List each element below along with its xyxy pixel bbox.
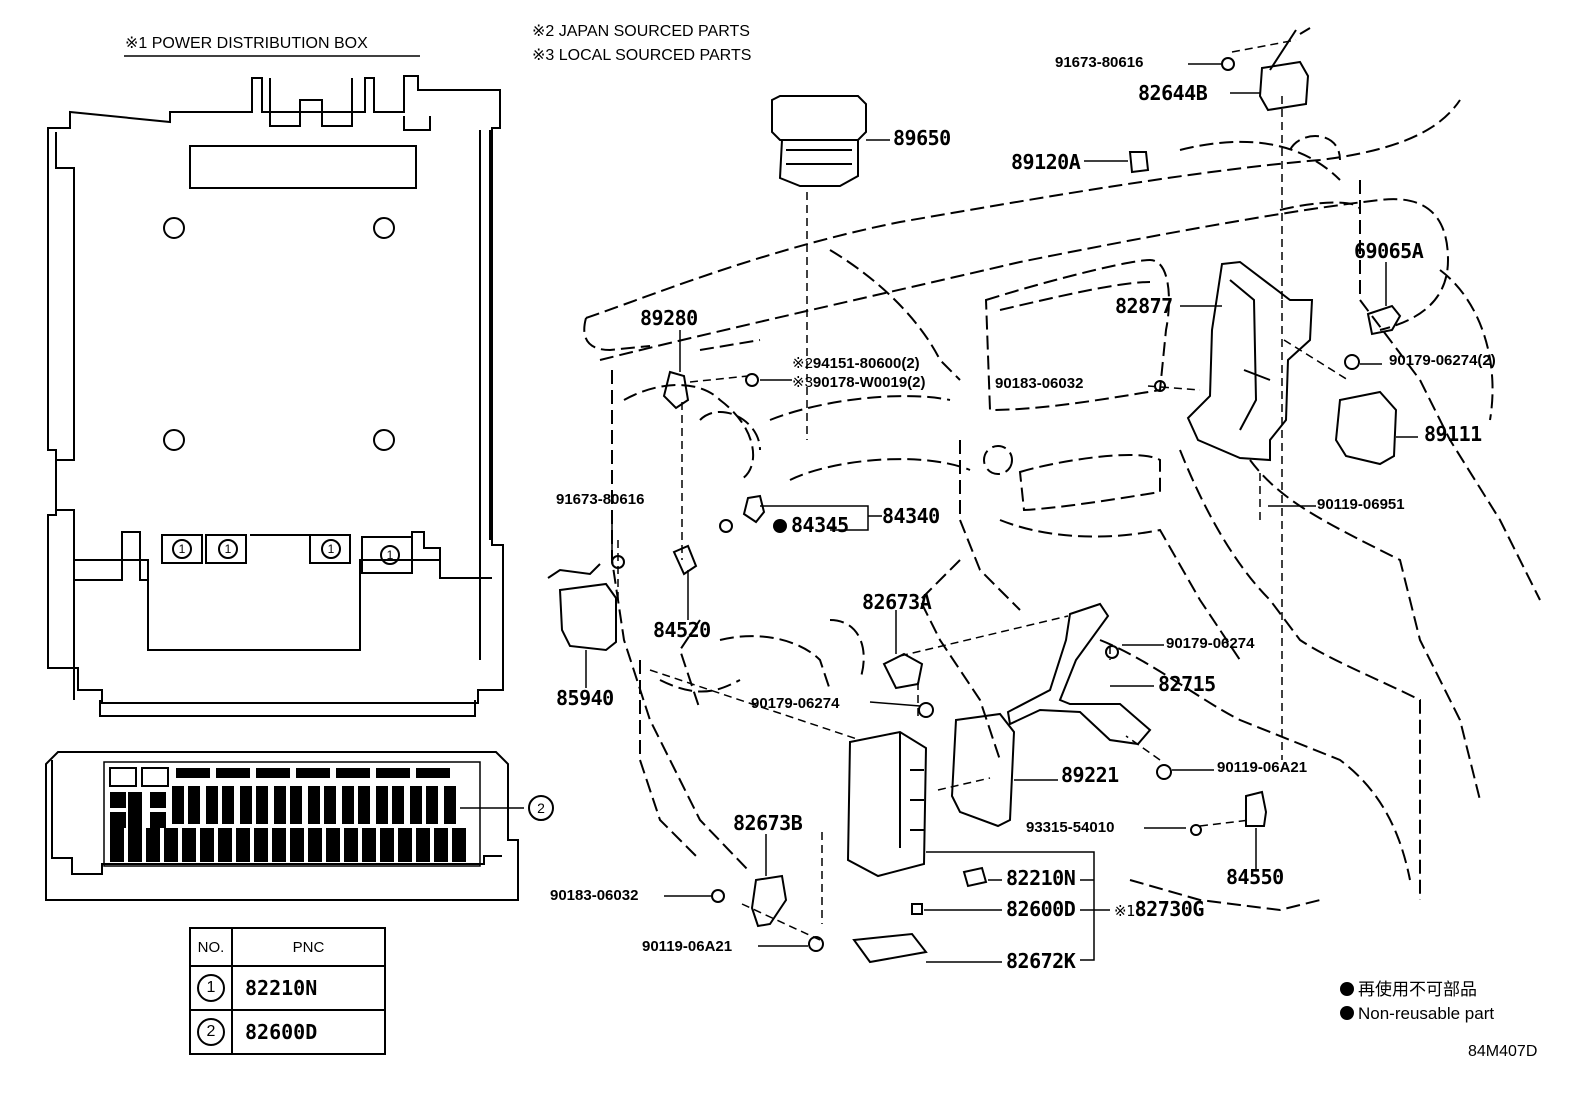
- fuse-cells: [110, 768, 466, 862]
- legend-en: Non-reusable part: [1340, 1005, 1494, 1022]
- part-label-89120a[interactable]: 89120A: [1011, 150, 1081, 174]
- part-label-82210n[interactable]: 82210N: [1006, 866, 1076, 890]
- part-label-82715[interactable]: 82715: [1158, 672, 1216, 696]
- part-label-90183-top[interactable]: 90183-06032: [995, 375, 1084, 392]
- legend-en-text: Non-reusable part: [1358, 1004, 1495, 1023]
- note2-mark: ※2: [792, 355, 813, 372]
- part-label-82673b[interactable]: 82673B: [733, 811, 803, 835]
- part-label-91673-top[interactable]: 91673-80616: [1055, 54, 1144, 71]
- fuse-block-drawing: [45, 751, 554, 901]
- part-label-82644b[interactable]: 82644B: [1138, 81, 1208, 105]
- pnc-header-pnc: PNC: [231, 927, 386, 967]
- part-label-94151[interactable]: ※294151-80600(2): [792, 356, 920, 371]
- part-label-82730g[interactable]: ※182730G: [1114, 899, 1204, 919]
- part-label-82600d[interactable]: 82600D: [1006, 897, 1076, 921]
- pnc-row-number: 1: [189, 965, 233, 1011]
- box-callout-1a: 1: [178, 542, 186, 556]
- part-label-89650[interactable]: 89650: [893, 126, 951, 150]
- pnc-header-no: NO.: [189, 927, 233, 967]
- circled-number: 2: [197, 1018, 225, 1046]
- dashboard-outline-drawing: [583, 99, 1541, 912]
- part-label-90178[interactable]: ※390178-W0019(2): [792, 375, 926, 390]
- pnc-row-number: 2: [189, 1009, 233, 1055]
- part-label-69065a[interactable]: 69065A: [1354, 239, 1424, 263]
- part-label-90119-06951[interactable]: 90119-06951: [1317, 496, 1405, 513]
- pnc-row-value[interactable]: 82600D: [231, 1009, 386, 1055]
- part-label-91673-left[interactable]: 91673-80616: [556, 491, 645, 508]
- part-label-90119-06a21-bottom[interactable]: 90119-06A21: [642, 938, 733, 955]
- part-label-85940[interactable]: 85940: [556, 686, 614, 710]
- note3-mark: ※3: [792, 374, 813, 391]
- pnc-table-row: 2 82600D: [189, 1009, 386, 1055]
- pnc-table-header: NO. PNC: [189, 927, 386, 967]
- box-callout-1d: 1: [386, 548, 394, 562]
- power-distribution-box-drawing: [47, 55, 504, 717]
- part-label-82672k[interactable]: 82672K: [1006, 949, 1076, 973]
- part-label-90179-left[interactable]: 90179-06274: [751, 695, 840, 712]
- part-label-90119-06a21-right[interactable]: 90119-06A21: [1217, 759, 1308, 776]
- part-label-89111[interactable]: 89111: [1424, 422, 1482, 446]
- japan-sourced-note: ※2 JAPAN SOURCED PARTS: [532, 23, 750, 40]
- pnc-table: NO. PNC 1 82210N 2 82600D: [189, 927, 386, 1055]
- part-label-84520[interactable]: 84520: [653, 618, 711, 642]
- part-label-90179-mid[interactable]: 90179-06274: [1166, 635, 1255, 652]
- part-label-82673a[interactable]: 82673A: [862, 590, 932, 614]
- part-label-90183-bottom[interactable]: 90183-06032: [550, 887, 639, 904]
- part-label-89280[interactable]: 89280: [640, 306, 698, 330]
- diagram-code: 84M407D: [1468, 1043, 1538, 1060]
- dashed-leaders: [617, 39, 1349, 941]
- part-sketches: [547, 27, 1402, 964]
- box-callout-1b: 1: [224, 542, 232, 556]
- pnc-row-value[interactable]: 82210N: [231, 965, 386, 1011]
- part-label-84550[interactable]: 84550: [1226, 865, 1284, 889]
- fuse-callout-2: 2: [537, 800, 545, 816]
- part-label-82877[interactable]: 82877: [1115, 294, 1173, 318]
- legend-dot-icon: [1340, 1006, 1354, 1020]
- power-distribution-box-title: ※1 POWER DISTRIBUTION BOX: [125, 35, 368, 52]
- local-sourced-note: ※3 LOCAL SOURCED PARTS: [532, 47, 752, 64]
- part-label-93315[interactable]: 93315-54010: [1026, 819, 1115, 836]
- part-label-94151-text: 94151-80600(2): [812, 355, 920, 372]
- pnc-table-row: 1 82210N: [189, 965, 386, 1011]
- part-label-90178-text: 90178-W0019(2): [812, 374, 926, 391]
- legend-jp-text: 再使用不可部品: [1358, 980, 1477, 999]
- legend-dot-icon: [1340, 982, 1354, 996]
- legend-jp: 再使用不可部品: [1340, 981, 1477, 998]
- non-reusable-dot-icon: [773, 519, 787, 533]
- part-label-82730g-text: 82730G: [1134, 897, 1205, 921]
- note1-mark: ※1: [1114, 902, 1135, 920]
- box-callout-1c: 1: [327, 542, 335, 556]
- part-label-84345[interactable]: 84345: [773, 515, 849, 535]
- part-label-84345-text: 84345: [791, 513, 849, 537]
- part-label-89221[interactable]: 89221: [1061, 763, 1119, 787]
- circled-number: 1: [197, 974, 225, 1002]
- part-label-84340[interactable]: 84340: [882, 504, 940, 528]
- part-label-90179-right[interactable]: 90179-06274(2): [1389, 352, 1496, 369]
- leader-lines: [585, 63, 1418, 963]
